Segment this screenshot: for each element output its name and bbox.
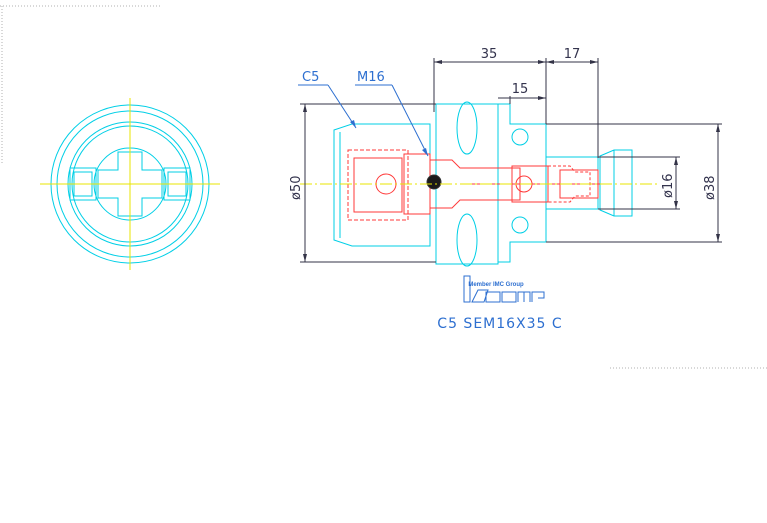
label-collet: C5 (302, 70, 319, 85)
dim-length-inner: 15 (512, 82, 529, 97)
locking-ball (426, 174, 442, 190)
sheet-border (0, 5, 767, 369)
dim-dia-flange: ø38 (703, 176, 718, 201)
dim-dia-shank: ø16 (661, 174, 676, 199)
end-view (40, 98, 220, 270)
side-view (300, 101, 660, 267)
part-number: C5 SEM16X35 C (437, 316, 562, 332)
leader-labels: C5 M16 (298, 70, 429, 157)
dim-dia-outer: ø50 (289, 176, 304, 201)
dimensions: 35 17 15 ø50 ø38 ø16 (289, 47, 722, 263)
company-logo: Member IMC Group C5 SEM16X35 C (437, 275, 562, 332)
dim-length-total: 35 (481, 47, 498, 62)
dim-length-right: 17 (564, 47, 581, 62)
logo-tagline: Member IMC Group (468, 282, 524, 288)
label-thread: M16 (357, 70, 385, 85)
iscar-logo-icon (463, 275, 545, 303)
